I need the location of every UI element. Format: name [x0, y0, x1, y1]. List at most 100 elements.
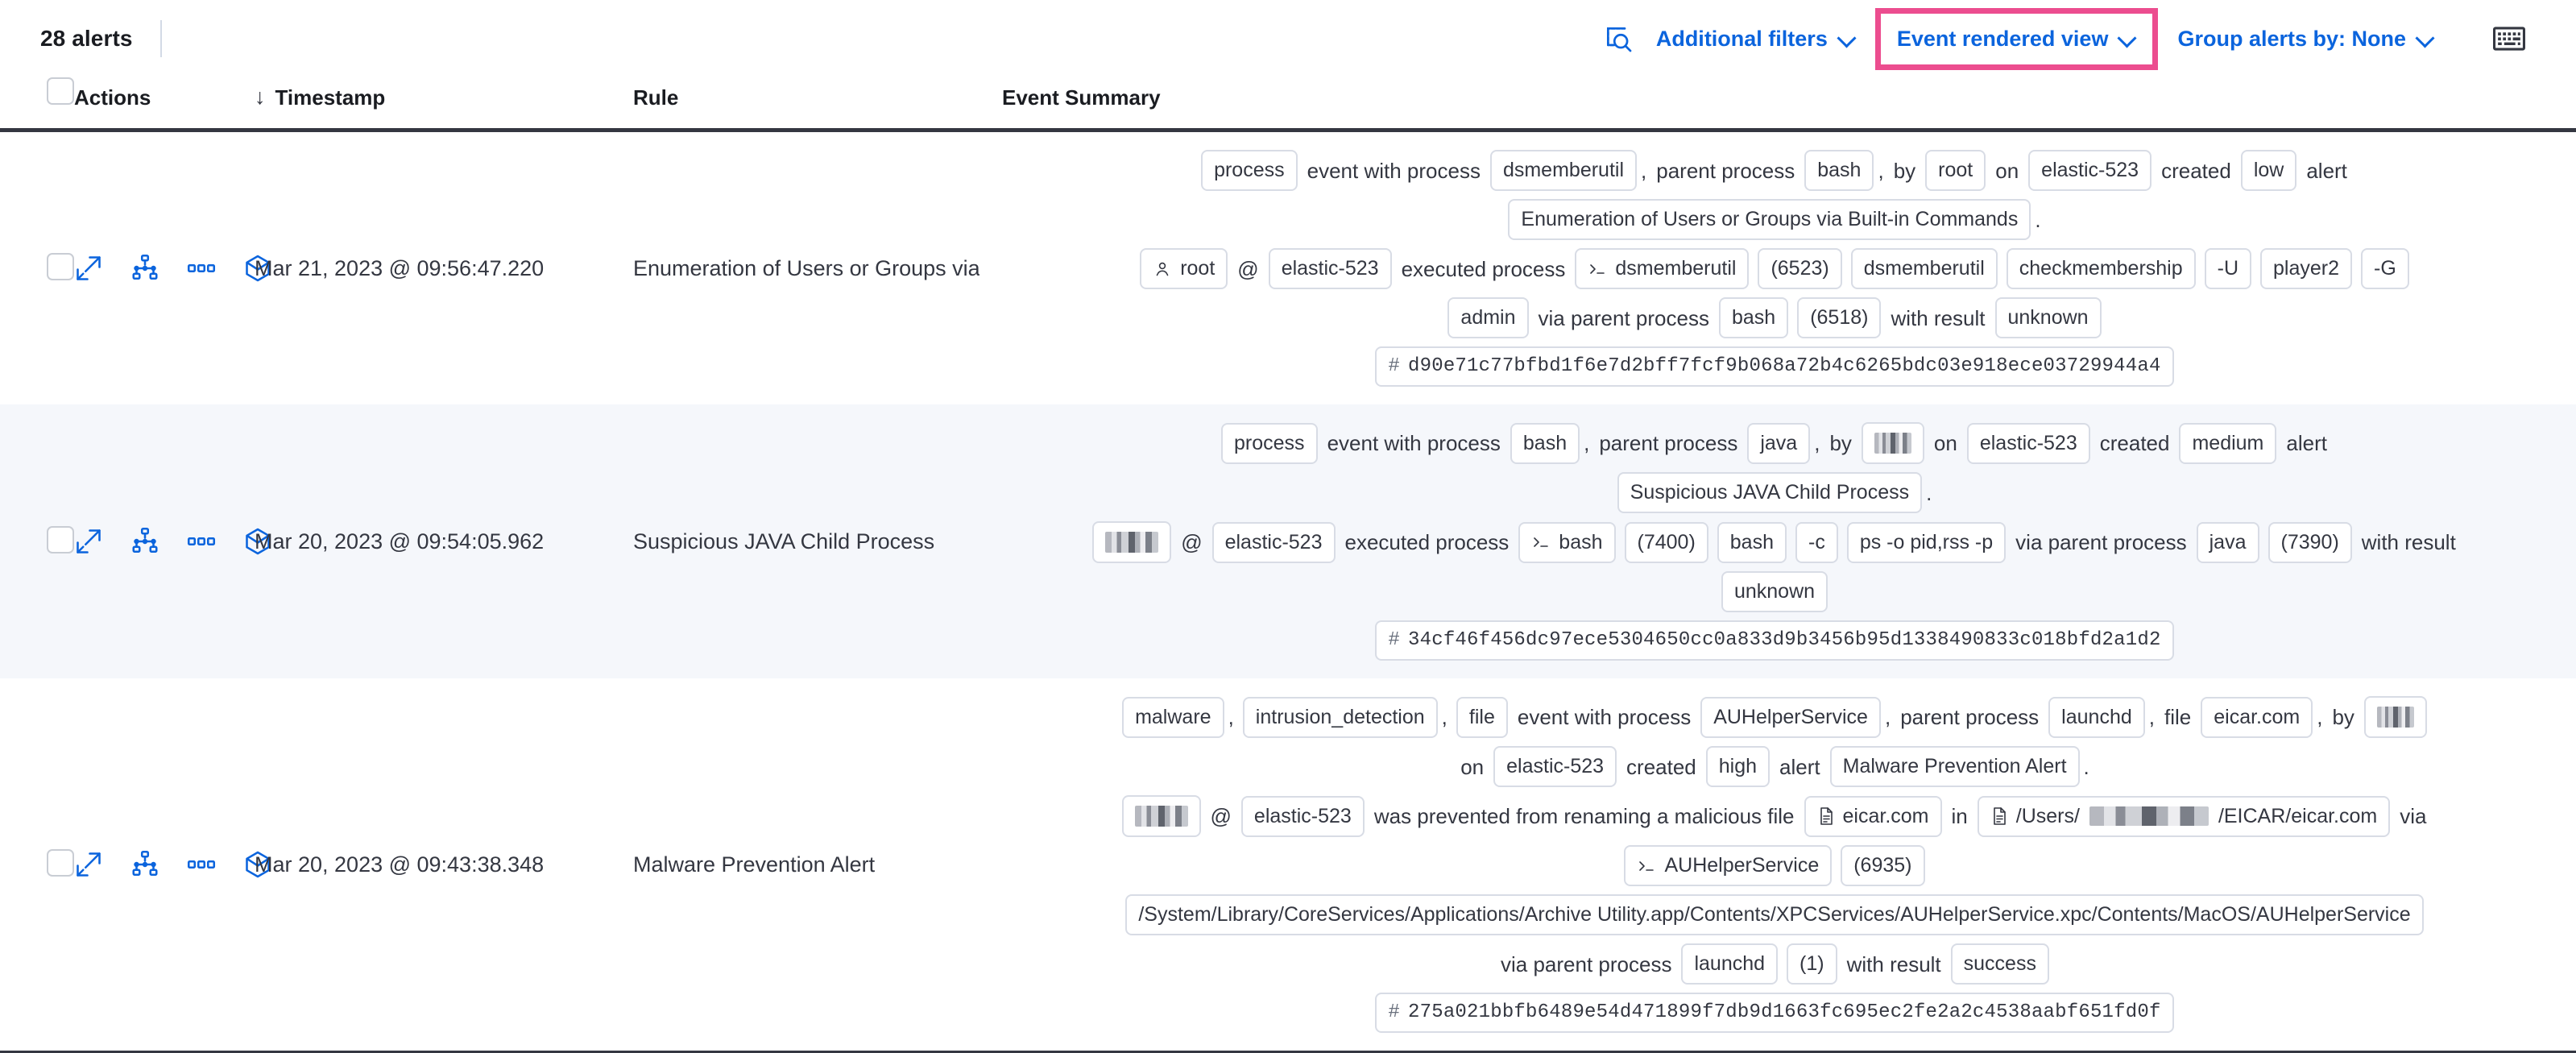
summary-chip[interactable]: success [1950, 943, 2049, 985]
row-rule[interactable]: Malware Prevention Alert [611, 678, 979, 1053]
summary-chip[interactable]: (6518) [1797, 297, 1882, 338]
summary-chip[interactable]: bash [1510, 422, 1580, 464]
summary-chip[interactable]: process [1221, 422, 1318, 464]
more-actions-icon[interactable] [187, 253, 216, 284]
column-header-event-summary[interactable]: Event Summary [1002, 85, 1161, 110]
summary-chip[interactable]: process [1201, 150, 1298, 191]
summary-chip[interactable]: launchd [1681, 943, 1779, 985]
more-actions-icon[interactable] [187, 849, 216, 880]
summary-chip[interactable]: bash [1717, 521, 1787, 563]
additional-filters-button[interactable]: Additional filters [1643, 19, 1869, 60]
analyzer-graph-icon[interactable] [130, 526, 159, 557]
summary-chip[interactable]: AUHelperService [1624, 845, 1833, 886]
summary-chip[interactable]: intrusion_detection [1242, 696, 1438, 738]
summary-chip[interactable]: Enumeration of Users or Groups via Built… [1508, 199, 2031, 240]
summary-chip[interactable]: bash [1518, 521, 1616, 563]
summary-chip[interactable] [1121, 795, 1201, 837]
row-rule[interactable]: Suspicious JAVA Child Process [633, 529, 935, 553]
summary-chip[interactable]: dsmemberutil [1489, 150, 1638, 191]
summary-chip[interactable] [1861, 422, 1924, 464]
column-header-timestamp[interactable]: ↓Timestamp [255, 77, 611, 131]
summary-chip[interactable]: #275a021bbfb6489e54d471899f7db9d1663fc69… [1375, 993, 2174, 1033]
summary-chip[interactable]: java [1747, 422, 1811, 464]
summary-chip[interactable]: dsmemberutil [1850, 248, 1998, 289]
summary-chip[interactable]: (1) [1787, 943, 1837, 985]
summary-chip[interactable]: unknown [1994, 297, 2102, 338]
session-view-icon[interactable] [243, 526, 272, 557]
column-header-rule[interactable]: Rule [633, 85, 679, 110]
summary-chip[interactable]: (6935) [1841, 845, 1925, 886]
keyboard-icon[interactable] [2483, 12, 2536, 65]
console-icon [1639, 860, 1655, 871]
column-header-actions[interactable]: Actions [74, 85, 151, 110]
inspect-search-icon[interactable] [1593, 14, 1643, 64]
analyzer-graph-icon[interactable] [130, 849, 159, 880]
summary-chip[interactable]: file [1456, 696, 1508, 738]
summary-chip[interactable]: player2 [2260, 248, 2353, 289]
row-rule[interactable]: Enumeration of Users or Groups via Bui [633, 255, 979, 280]
summary-chip[interactable]: high [1705, 746, 1770, 787]
summary-chip[interactable]: checkmembership [2006, 248, 2196, 289]
summary-chip[interactable]: AUHelperService [1700, 696, 1881, 738]
summary-chip[interactable]: #d90e71c77bfbd1f6e7d2bff7fcf9b068a72b4c6… [1375, 346, 2174, 387]
analyzer-graph-icon[interactable] [130, 253, 159, 284]
summary-chip[interactable]: #34cf46f456dc97ece5304650cc0a833d9b3456b… [1375, 620, 2174, 661]
summary-chip[interactable]: malware [1122, 696, 1224, 738]
summary-chip[interactable]: Suspicious JAVA Child Process [1617, 472, 1923, 513]
summary-chip[interactable]: -U [2204, 248, 2252, 289]
row-select-checkbox[interactable] [47, 848, 74, 877]
summary-chip[interactable]: root [1140, 248, 1228, 289]
summary-chip[interactable]: medium [2179, 422, 2277, 464]
event-rendered-view-button[interactable]: Event rendered view [1892, 27, 2142, 52]
expand-icon[interactable] [74, 526, 103, 557]
summary-chip[interactable]: elastic-523 [1493, 746, 1617, 787]
summary-chip[interactable]: /System/Library/CoreServices/Application… [1125, 894, 2424, 935]
expand-icon [77, 852, 101, 877]
summary-chip[interactable]: eicar.com [1804, 795, 1942, 837]
summary-chip[interactable]: ps -o pid,rss -p [1846, 521, 2007, 563]
row-actions-cell [68, 404, 270, 678]
summary-chip[interactable]: java [2196, 521, 2259, 563]
chip-label: process [1234, 431, 1305, 454]
summary-chip[interactable]: -G [2361, 248, 2409, 289]
select-all-checkbox[interactable] [47, 77, 74, 105]
summary-chip[interactable]: unknown [1721, 571, 1828, 612]
summary-chip[interactable]: elastic-523 [2028, 150, 2152, 191]
summary-chip[interactable]: launchd [2048, 696, 2145, 738]
session-view-icon[interactable] [243, 253, 272, 284]
summary-chip[interactable]: elastic-523 [1966, 422, 2090, 464]
expand-icon[interactable] [74, 849, 103, 880]
summary-chip[interactable] [2363, 696, 2427, 738]
summary-chip[interactable]: root [1925, 150, 1986, 191]
summary-chip[interactable]: eicar.com [2201, 696, 2313, 738]
summary-chip[interactable]: low [2240, 150, 2297, 191]
summary-chip[interactable]: /Users//EICAR/eicar.com [1977, 795, 2391, 837]
row-select-checkbox[interactable] [47, 525, 74, 553]
row-select-checkbox[interactable] [47, 252, 74, 280]
summary-chip[interactable]: -c [1795, 521, 1838, 563]
chevron-down-icon [1838, 30, 1856, 48]
group-alerts-by-button[interactable]: Group alerts by: None [2164, 19, 2447, 60]
summary-chip[interactable]: bash [1804, 150, 1874, 191]
summary-chip[interactable]: admin [1447, 297, 1529, 338]
summary-chip[interactable]: elastic-523 [1268, 248, 1392, 289]
summary-chip[interactable] [1092, 521, 1172, 563]
summary-chip[interactable]: bash [1718, 297, 1789, 338]
summary-chip[interactable]: (7400) [1624, 521, 1708, 563]
summary-chip[interactable]: dsmemberutil [1575, 248, 1750, 289]
summary-chip[interactable]: elastic-523 [1211, 521, 1336, 563]
summary-chip[interactable]: elastic-523 [1240, 795, 1365, 837]
summary-chip[interactable]: (6523) [1758, 248, 1842, 289]
chip-label: (7390) [2280, 530, 2339, 553]
expand-icon[interactable] [74, 253, 103, 284]
more-actions-icon[interactable] [187, 526, 216, 557]
summary-chip[interactable]: Malware Prevention Alert [1829, 746, 2080, 787]
summary-chip[interactable]: (7390) [2267, 521, 2352, 563]
expand-icon [77, 529, 101, 553]
